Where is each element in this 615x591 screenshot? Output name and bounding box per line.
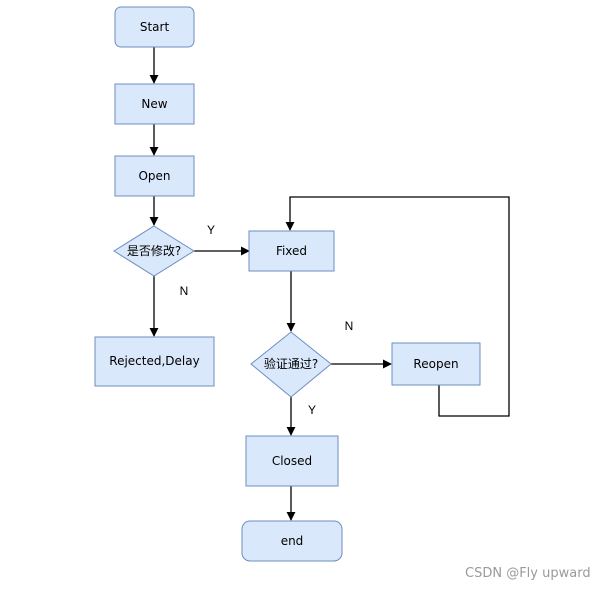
closed-node [245,435,339,487]
modify-decision-node [113,225,195,277]
end-label: end [281,534,304,548]
edge-label-modify-yes: Y [207,223,215,237]
edges [149,47,510,521]
fixed-node [248,230,335,272]
end-node [241,520,343,562]
reopen-label: Reopen [413,357,458,371]
new-node [114,83,195,125]
edge-labels: Y N N Y [180,223,354,417]
verify-decision-label: 验证通过? [264,356,318,371]
rejected-node [94,336,215,387]
modify-decision-label: 是否修改? [127,243,181,258]
nodes [94,6,481,562]
start-node [114,6,195,48]
edge-label-verify-no: N [345,319,354,333]
fixed-label: Fixed [276,244,307,258]
start-label: Start [140,20,170,34]
edge-reopen-fixed [285,196,510,417]
edge-label-verify-yes: Y [308,403,316,417]
rejected-label: Rejected,Delay [109,354,199,368]
edge-label-modify-no: N [180,284,189,298]
closed-label: Closed [272,454,312,468]
reopen-node [391,342,481,386]
node-labels: Start New Open 是否修改? Fixed Rejected,Dela… [109,20,458,548]
verify-decision-node [250,331,332,398]
watermark: CSDN @Fly upward [465,566,591,581]
open-label: Open [138,169,170,183]
new-label: New [141,97,167,111]
open-node [114,155,195,197]
